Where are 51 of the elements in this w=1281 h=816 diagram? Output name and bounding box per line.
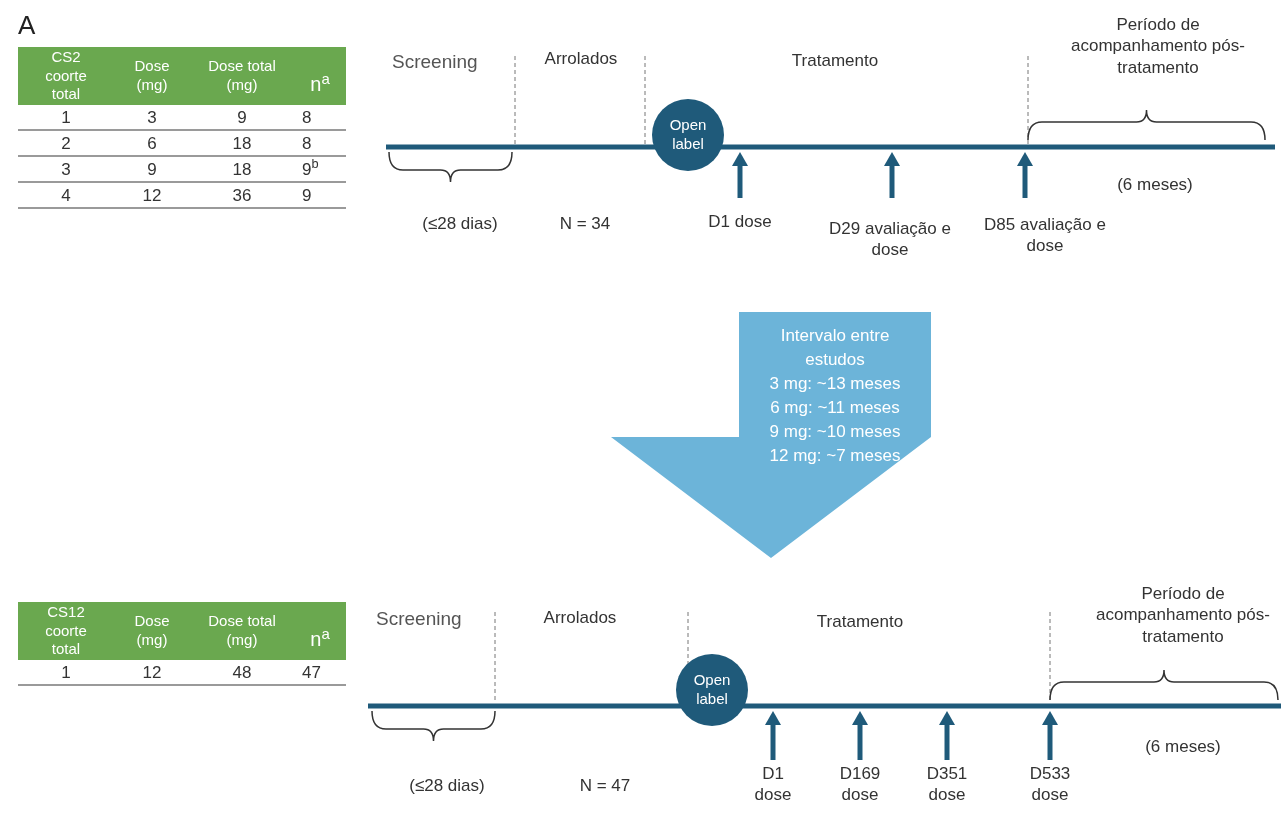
column-header: Dose total (mg) <box>207 57 277 95</box>
table-cell-text: 18 <box>231 134 253 152</box>
duration-label: (6 meses) <box>1116 174 1194 196</box>
table-cell-text: 1 <box>60 663 72 681</box>
table-cell-text: 12 <box>141 663 163 681</box>
table-cell-text: 9$^{b}$ <box>301 160 320 178</box>
column-header: n$^{a}$ <box>309 72 331 97</box>
table-cell-text: 6 <box>146 134 158 152</box>
down-arrow-shape: Intervalo entre estudos 3 mg: ~13 meses 6 mg: ~11 meses 9 mg: ~10 meses 12 mg: ~7 meses <box>611 312 931 558</box>
table-cell-text: 3 <box>60 160 72 178</box>
visit-label: D29 avaliação e dose <box>828 218 952 261</box>
phase-label: Screening <box>392 50 479 74</box>
table-cell-text: 47 <box>301 663 322 681</box>
column-header: Dose (mg) <box>133 612 171 650</box>
duration-label: (≤28 dias) <box>421 213 499 235</box>
phase-label: Tratamento <box>815 611 905 633</box>
column-header: Dose (mg) <box>133 57 171 95</box>
table-cell-text: 9 <box>301 186 313 204</box>
visit-label: D1 dose <box>707 211 773 233</box>
column-header: CS12 coorte total <box>44 602 88 660</box>
visit-label: D1 dose <box>753 763 793 806</box>
table-cell-text: 9 <box>236 108 248 126</box>
visit-label: D85 avaliação e dose <box>983 214 1107 257</box>
table-cell-text: 2 <box>60 134 72 152</box>
sample-size-label: N = 47 <box>578 775 632 797</box>
visit-label: D169 dose <box>838 763 882 806</box>
column-header: Dose total (mg) <box>207 612 277 650</box>
sample-size-label: N = 34 <box>558 213 612 235</box>
column-header: n$^{a}$ <box>309 627 331 652</box>
visit-label: D533 dose <box>1028 763 1072 806</box>
phase-label: Arrolados <box>543 48 619 70</box>
phase-label: Tratamento <box>790 50 880 72</box>
table-cell-text: 36 <box>231 186 253 204</box>
duration-label: (6 meses) <box>1144 736 1222 758</box>
table-cell-text: 8 <box>301 108 313 126</box>
table-cell-text: 1 <box>60 108 72 126</box>
table-cell-text: 8 <box>301 134 313 152</box>
panel-letter: A <box>18 12 36 38</box>
visit-label: D351 dose <box>925 763 969 806</box>
table-cell-text: 4 <box>60 186 72 204</box>
phase-label: Período de acompanhamento pós-tratamento <box>1095 583 1271 647</box>
duration-label: (≤28 dias) <box>408 775 486 797</box>
phase-label: Screening <box>376 607 463 631</box>
table-cell-text: 9 <box>146 160 158 178</box>
table-cell-text: 12 <box>141 186 163 204</box>
phase-label: Arrolados <box>542 607 618 629</box>
table-cell-text: 18 <box>231 160 253 178</box>
column-header: CS2 coorte total <box>44 47 88 105</box>
table-cell-text: 3 <box>146 108 158 126</box>
table-cell-text: 48 <box>231 663 253 681</box>
phase-label: Período de acompanhamento pós-tratamento <box>1070 14 1246 78</box>
